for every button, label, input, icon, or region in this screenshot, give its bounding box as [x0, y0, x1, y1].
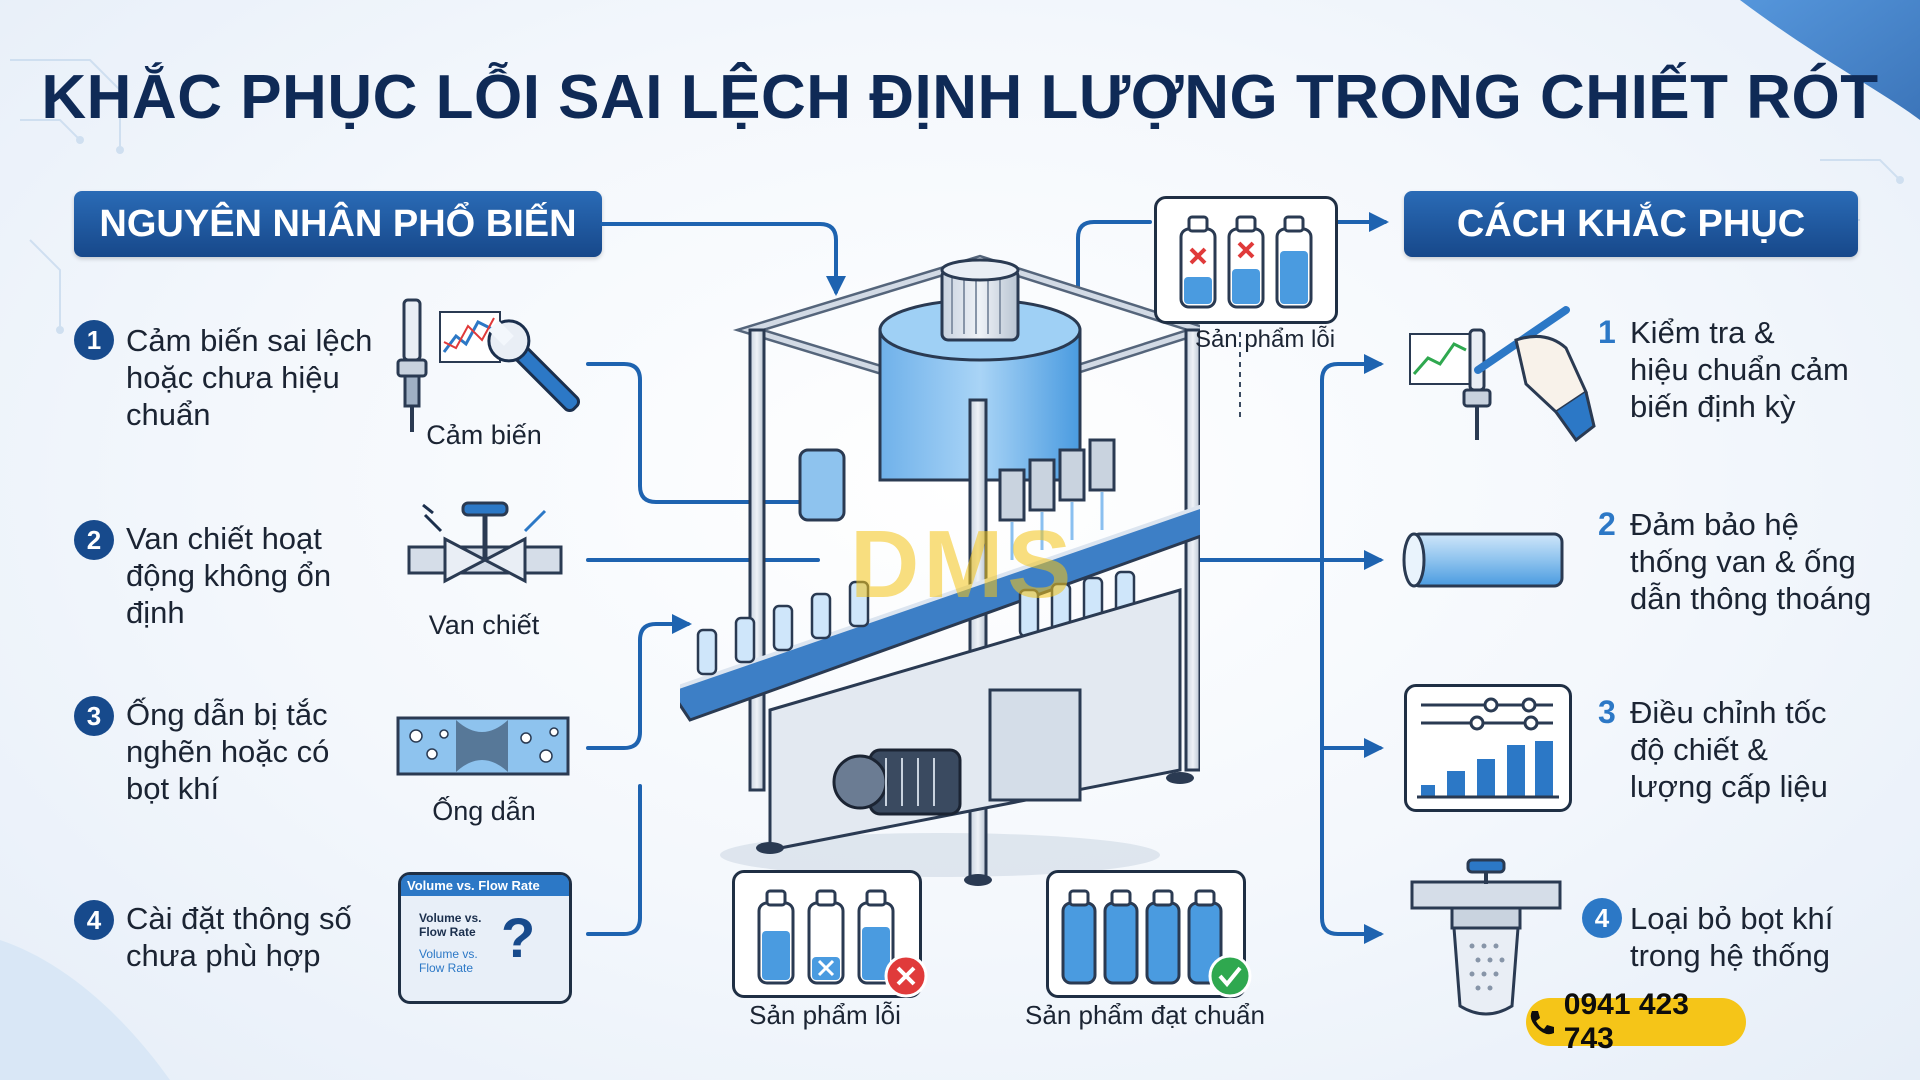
defect-product-panel-top: [1154, 196, 1338, 324]
phone-icon: [1530, 1011, 1554, 1035]
solution-2-number: 2: [1598, 506, 1616, 542]
monitor-text-1: Volume vs.Flow Rate: [419, 911, 482, 939]
defect-bottles-icon: [1179, 215, 1313, 309]
solution-3-number: 3: [1598, 694, 1616, 730]
defect-bottles-icon: [757, 889, 895, 985]
causes-header: NGUYÊN NHÂN PHỔ BIẾN: [74, 191, 602, 257]
monitor-text-2: Volume vs.Flow Rate: [419, 947, 478, 975]
good-product-panel: [1046, 870, 1246, 998]
cause-4-number: 4: [74, 900, 114, 940]
sensor-wrench-icon: [396, 298, 581, 432]
solution-1-number: 1: [1598, 314, 1616, 350]
filling-machine-illustration: [680, 254, 1200, 886]
clogged-pipe-icon: [396, 716, 570, 776]
defect-label-bottom: Sản phẩm lỗi: [749, 1000, 901, 1030]
settings-monitor-icon: Volume vs. Flow Rate Volume vs.Flow Rate…: [398, 872, 572, 1004]
cause-2-number: 2: [74, 520, 114, 560]
solution-4-number: 4: [1582, 898, 1622, 938]
dms-watermark: DMS: [850, 511, 1076, 618]
cause-3-icon-label: Ống dẫn: [432, 796, 536, 826]
valve-icon: [407, 501, 563, 584]
question-mark-icon: ?: [501, 906, 536, 969]
cause-2-icon-label: Van chiết: [428, 610, 540, 640]
calibration-hand-icon: [1409, 306, 1596, 443]
phone-badge[interactable]: 0941 423 743: [1526, 988, 1746, 1055]
clean-pipe-icon: [1402, 532, 1564, 588]
monitor-title: Volume vs. Flow Rate: [401, 875, 569, 896]
cause-3-number: 3: [74, 696, 114, 736]
cause-1-icon-label: Cảm biến: [426, 420, 542, 450]
page-title: KHẮC PHỤC LỖI SAI LỆCH ĐỊNH LƯỢNG TRONG …: [41, 63, 1879, 132]
error-x-icon: [884, 954, 928, 998]
filter-icon: [1410, 858, 1562, 1016]
slider-bars-graphic: [1417, 697, 1559, 799]
check-icon: [1208, 954, 1252, 998]
slider-chart-icon: [1404, 684, 1572, 812]
good-label: Sản phẩm đạt chuẩn: [1025, 1000, 1265, 1030]
cause-1-number: 1: [74, 320, 114, 360]
defect-label-top: Sản phẩm lỗi: [1194, 326, 1336, 353]
good-bottles-icon: [1061, 889, 1223, 985]
phone-number: 0941 423 743: [1563, 988, 1689, 1055]
solutions-header: CÁCH KHẮC PHỤC: [1404, 191, 1858, 257]
